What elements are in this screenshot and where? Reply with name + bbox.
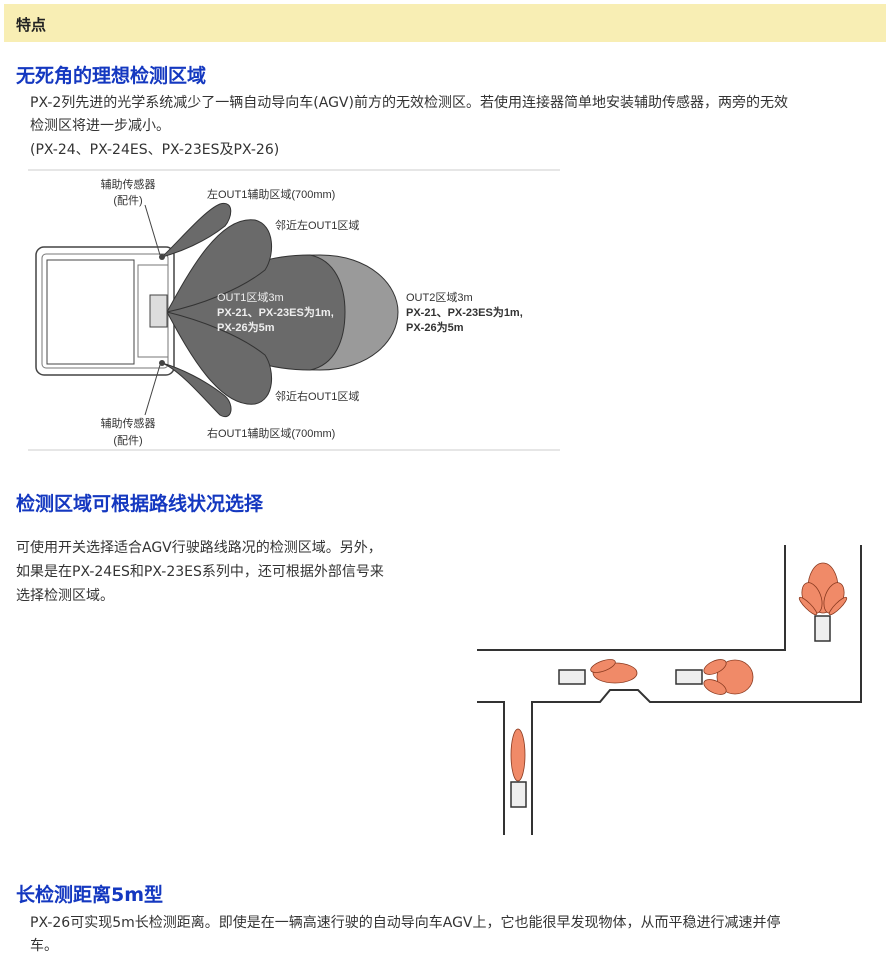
feature3-title: 长检测距离5m型 [16, 884, 164, 906]
near-right-zone-label: 邻近右OUT1区域 [275, 389, 359, 403]
out1-note2: PX-26为5m [217, 320, 275, 334]
near-left-zone [166, 219, 273, 313]
wide-zone-lobes-side [703, 659, 754, 695]
aux-sensor-top [159, 254, 165, 260]
right-aux-zone [161, 362, 232, 418]
medium-zone-lobes [590, 659, 638, 684]
agv-middle-right [675, 669, 703, 685]
wide-zone-lobes [798, 562, 848, 616]
feature1-models: (PX-24、PX-24ES、PX-23ES及PX-26) [30, 142, 280, 158]
feature1-text-line2: 检测区将进一步减小。 [30, 118, 170, 134]
section-header: 特点 [4, 4, 886, 42]
leader-line-top [144, 204, 161, 256]
left-aux-zone-label: 左OUT1辅助区域(700mm) [207, 187, 335, 201]
out2-note1: PX-21、PX-23ES为1m, [406, 305, 523, 319]
accessory-label-bottom: (配件) [113, 434, 142, 447]
route-diagram [477, 545, 862, 835]
feature2-text-line2: 如果是在PX-24ES和PX-23ES系列中，还可根据外部信号来 [16, 564, 384, 580]
out1-zone-label: OUT1区域3m [217, 291, 284, 304]
section-header-title: 特点 [16, 16, 47, 34]
near-left-zone-label: 邻近左OUT1区域 [275, 219, 359, 232]
leader-line-bottom [144, 364, 161, 416]
feature3-text-line1: PX-26可实现5m长检测距离。即使是在一辆高速行驶的自动导向车AGV上，它也能… [30, 915, 781, 931]
feature3-text-line2: 车。 [30, 938, 58, 954]
narrow-zone-lobe [510, 728, 526, 782]
accessory-label-top: (配件) [113, 194, 142, 207]
right-aux-zone-label: 右OUT1辅助区域(700mm) [207, 426, 335, 440]
main-sensor [149, 294, 168, 328]
feature2-text-line3: 选择检测区域。 [16, 588, 114, 604]
feature2-text-line1: 可使用开关选择适合AGV行驶路线路况的检测区域。另外， [16, 540, 382, 556]
detection-zone-diagram: 辅助传感器 (配件) 左OUT1辅助区域(700mm) 邻近左OUT1区域 OU… [28, 169, 560, 451]
aux-sensor-label-top: 辅助传感器 [101, 177, 156, 191]
feature1-text-line1: PX-2列先进的光学系统减少了一辆自动导向车(AGV)前方的无效检测区。若使用连… [30, 95, 788, 111]
agv-bottom-left [510, 781, 527, 808]
aux-sensor-label-bottom: 辅助传感器 [101, 416, 156, 430]
agv-top-right [814, 615, 831, 642]
left-aux-zone [161, 202, 232, 258]
feature2-title: 检测区域可根据路线状况选择 [16, 493, 264, 515]
out2-zone-label: OUT2区域3m [406, 291, 473, 304]
agv-middle-left [558, 669, 586, 685]
aux-sensor-bottom [159, 360, 165, 366]
out1-note1: PX-21、PX-23ES为1m, [217, 305, 334, 319]
road-outline [477, 545, 862, 835]
near-right-zone [166, 311, 273, 405]
feature1-title: 无死角的理想检测区域 [16, 65, 207, 87]
out2-note2: PX-26为5m [406, 320, 464, 334]
